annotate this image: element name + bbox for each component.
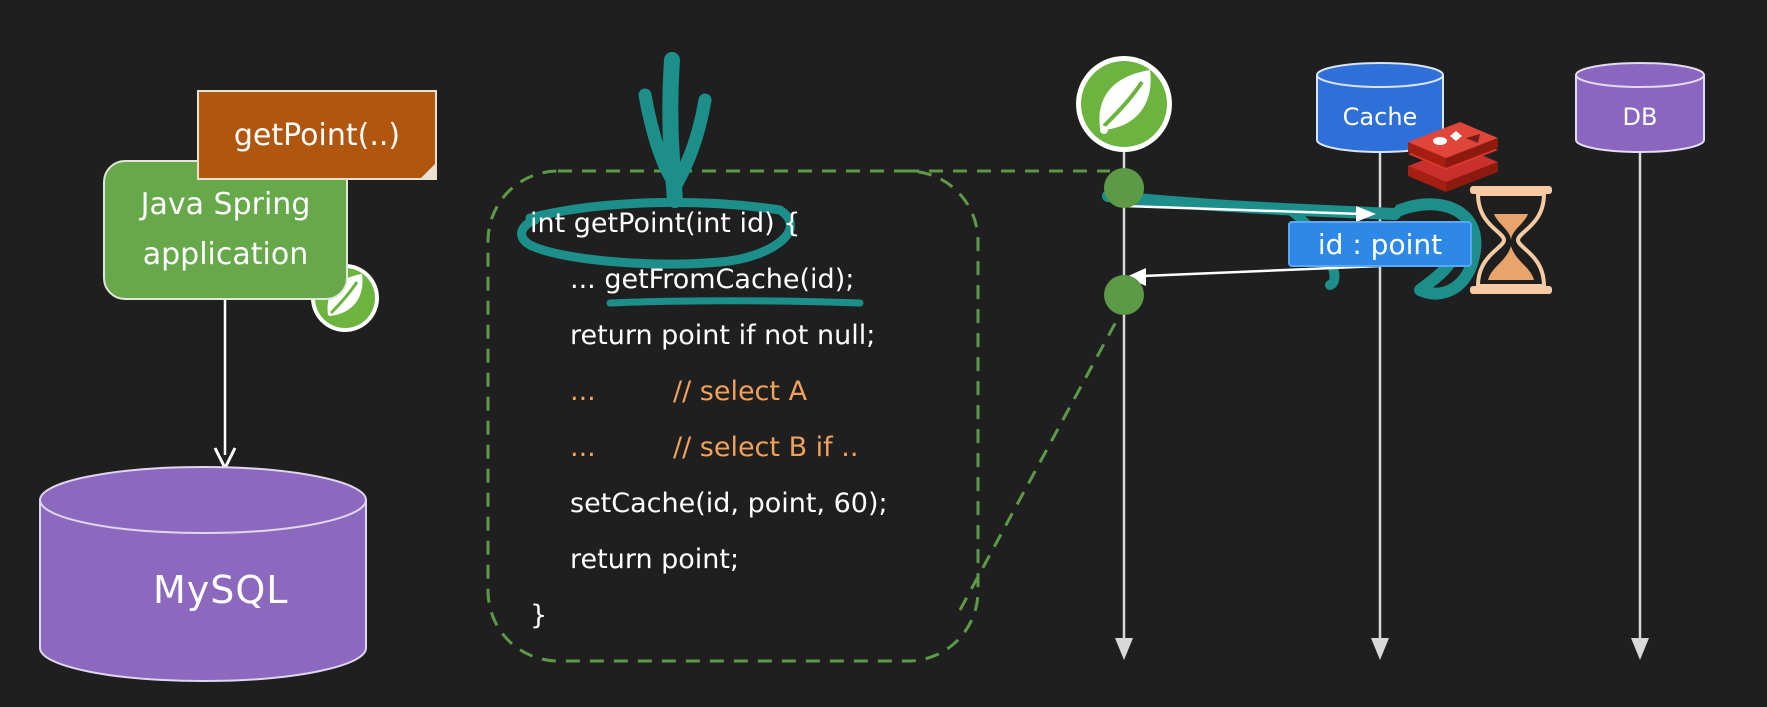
code-line-8: } xyxy=(530,600,548,631)
code-line-7: return point; xyxy=(570,544,740,575)
code-line-5: ... // select B if .. xyxy=(570,432,859,463)
code-line-3: return point if not null; xyxy=(570,320,876,351)
app-name-line2: application xyxy=(142,237,309,272)
redis-icon xyxy=(1408,122,1498,192)
app-to-mysql-arrow xyxy=(213,300,237,472)
app-name-line1: Java Spring xyxy=(140,187,311,222)
request-arrow-to-cache xyxy=(1123,204,1376,222)
lifeline-db xyxy=(1631,148,1649,660)
hourglass-icon xyxy=(1470,186,1552,294)
response-arrow-from-cache xyxy=(1126,264,1381,286)
code-line-1: int getPoint(int id) { xyxy=(530,208,801,239)
lifeline-app xyxy=(1115,148,1133,660)
spring-app-box: Java Spring application xyxy=(103,160,348,300)
mysql-label: MySQL xyxy=(153,568,287,612)
spring-leaf-icon xyxy=(1076,56,1172,152)
code-line-6: setCache(id, point, 60); xyxy=(570,488,888,519)
method-note-label: getPoint(..) xyxy=(233,117,401,153)
code-line-2: ... getFromCache(id); xyxy=(570,264,855,295)
cache-cylinder xyxy=(1316,62,1444,153)
mysql-label-text: MySQL xyxy=(153,568,289,612)
activation-dot-request xyxy=(1104,168,1144,208)
activation-dot-response xyxy=(1104,275,1144,315)
code-bubble-outline xyxy=(486,169,1120,663)
cache-entry-badge: id : point xyxy=(1288,221,1472,267)
method-note: getPoint(..) xyxy=(197,90,437,180)
db-cylinder xyxy=(1575,62,1705,153)
code-line-4: ... // select A xyxy=(570,376,808,407)
cache-label: Cache xyxy=(1342,103,1418,131)
mysql-cylinder xyxy=(39,466,367,682)
db-label: DB xyxy=(1622,103,1658,131)
cache-entry-text: id : point xyxy=(1317,227,1443,261)
